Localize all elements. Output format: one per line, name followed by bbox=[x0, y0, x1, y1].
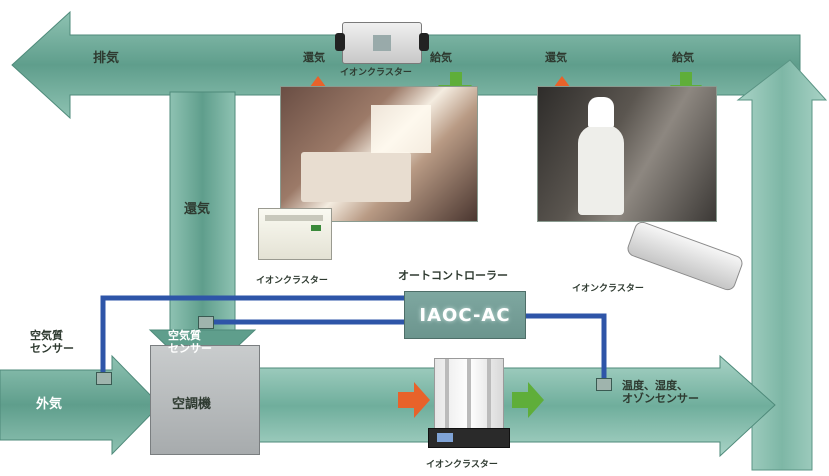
aircon-unit bbox=[150, 345, 260, 455]
kitchen-photo bbox=[537, 86, 717, 222]
hotel-room-photo bbox=[280, 86, 478, 222]
flow-arrow-icon-green bbox=[512, 382, 544, 418]
inside-sensor-label: 空気質 センサー bbox=[168, 329, 212, 355]
control-wiring bbox=[100, 295, 607, 380]
temp-humidity-ozone-sensor bbox=[596, 378, 612, 391]
ion-cluster-left-device bbox=[258, 208, 332, 260]
right-riser-duct bbox=[736, 59, 828, 471]
outside-air-duct bbox=[0, 354, 161, 456]
return-vertical-label: 還気 bbox=[184, 202, 211, 217]
bed-shape bbox=[301, 152, 411, 202]
ion-cluster-top-label: イオンクラスター bbox=[340, 68, 412, 78]
chef-figure bbox=[578, 125, 624, 215]
inside-air-quality-sensor bbox=[198, 316, 214, 329]
supply-label-top-right: 給気 bbox=[672, 51, 694, 64]
controller-title-label: オートコントローラー bbox=[398, 269, 508, 282]
ion-cluster-right-label: イオンクラスター bbox=[572, 284, 644, 294]
outside-sensor-label: 空気質 センサー bbox=[30, 329, 74, 355]
return-label-top-left: 還気 bbox=[303, 51, 325, 64]
outside-air-quality-sensor bbox=[96, 372, 112, 385]
aircon-label: 空調機 bbox=[172, 397, 212, 412]
flow-arrow-icon-orange bbox=[398, 382, 430, 418]
temp-sensor-label: 温度、湿度、 オゾンセンサー bbox=[622, 379, 699, 405]
window-light bbox=[371, 105, 431, 153]
ion-cluster-bottom-device bbox=[434, 358, 504, 430]
return-label-top-right: 還気 bbox=[545, 51, 567, 64]
outside-air-label: 外気 bbox=[36, 397, 63, 412]
chef-hat bbox=[588, 97, 614, 127]
controller-model: IAOC-AC bbox=[419, 304, 511, 326]
ion-cluster-bottom-label: イオンクラスター bbox=[426, 460, 498, 470]
supply-label-top-left: 給気 bbox=[430, 51, 452, 64]
auto-controller-box: IAOC-AC bbox=[404, 291, 526, 339]
ion-cluster-top-device bbox=[335, 22, 429, 64]
exhaust-label: 排気 bbox=[93, 51, 120, 66]
ion-cluster-left-label: イオンクラスター bbox=[256, 276, 328, 286]
ion-cluster-bottom-base bbox=[428, 428, 510, 448]
